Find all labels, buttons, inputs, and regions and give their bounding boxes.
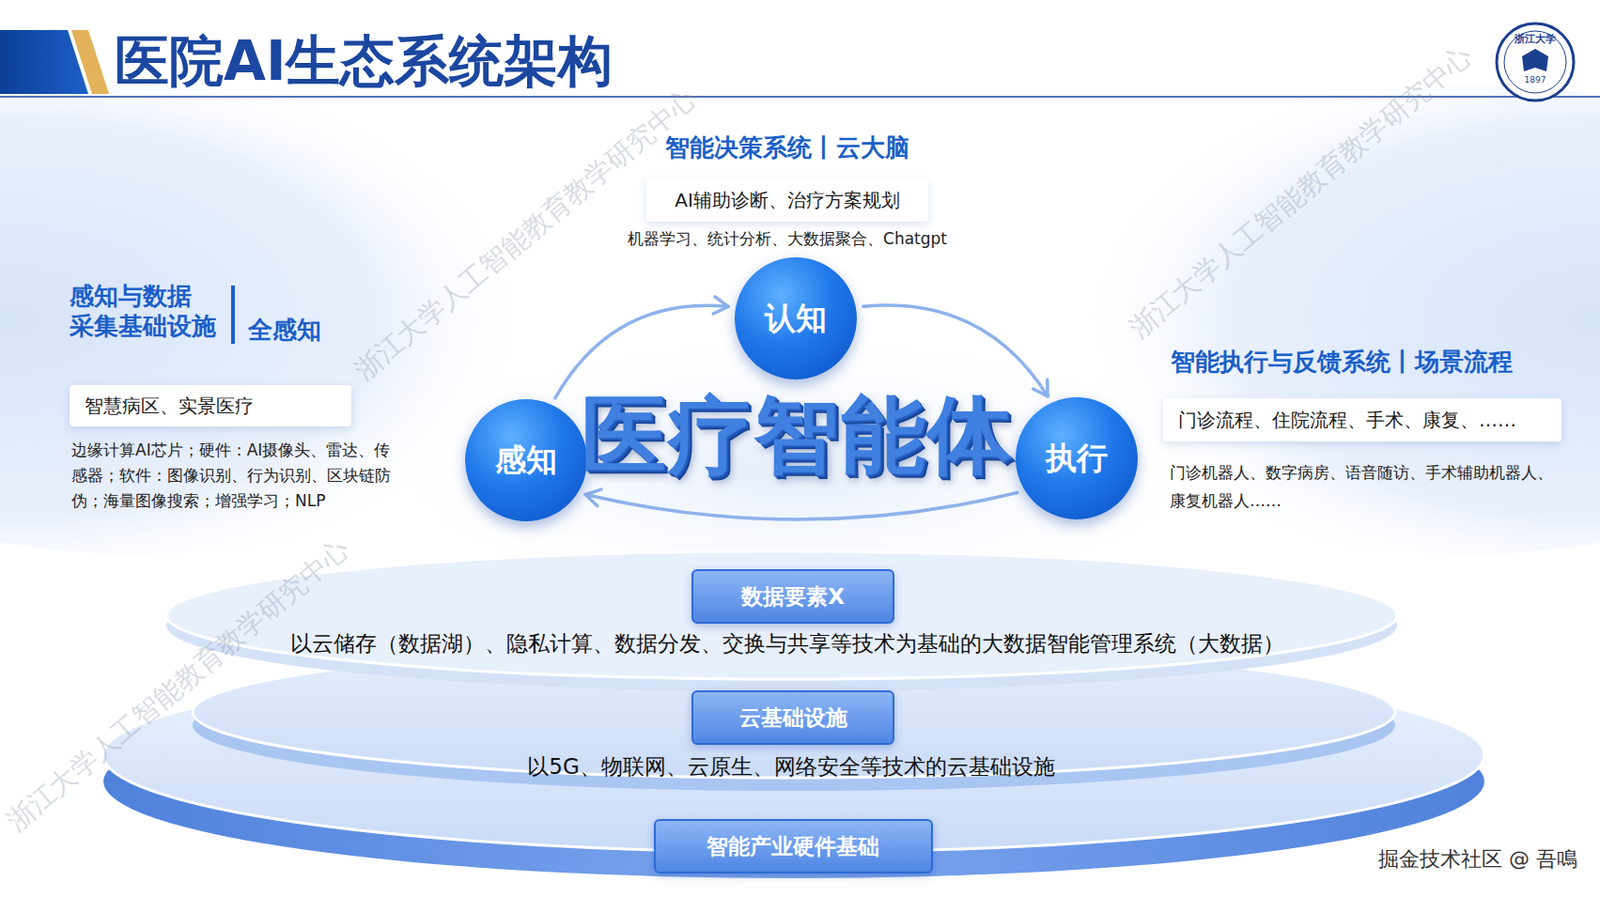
layer-label: 云基础设施 bbox=[739, 703, 848, 733]
arrow-head bbox=[1033, 379, 1049, 396]
text-box: 感知与数据 采集基础设施全感知智慧病区、实景医疗 bbox=[69, 385, 352, 427]
section-heading: 智能执行与反馈系统丨场景流程 bbox=[1170, 345, 1513, 379]
layer-label: 智能产业硬件基础 bbox=[706, 832, 880, 862]
text-box: 智能执行与反馈系统丨场景流程门诊流程、住院流程、手术、康复、…… bbox=[1163, 398, 1562, 442]
logo-ring bbox=[1496, 23, 1574, 101]
layer-label: 数据要素X bbox=[741, 582, 845, 612]
stage-circle: 执行 bbox=[1015, 397, 1138, 520]
circle-label: 感知 bbox=[495, 439, 558, 482]
arrow-line bbox=[863, 305, 1048, 397]
cycle-arrow bbox=[585, 489, 1018, 520]
logo-text: 浙江大学 bbox=[1514, 31, 1556, 47]
slide-title: 医院AI生态系统架构 bbox=[114, 25, 613, 99]
section-heading: 全感知 bbox=[248, 313, 322, 347]
section-heading: 智能决策系统丨云大脑 bbox=[665, 131, 910, 165]
arrow-line bbox=[585, 493, 1018, 521]
top-disc bbox=[166, 551, 1398, 680]
arrow-line bbox=[555, 305, 729, 399]
header-accent bbox=[71, 30, 109, 94]
logo-year: 1897 bbox=[1524, 75, 1547, 85]
arrow-head bbox=[713, 296, 729, 314]
arrow-head bbox=[585, 489, 602, 507]
center-headline: 医疗智能体 bbox=[581, 392, 1014, 478]
box-label: AI辅助诊断、治疗方案规划 bbox=[674, 187, 901, 214]
model-list: 机器学习、统计分析、大数据聚合、Chatgpt bbox=[627, 228, 948, 250]
tech-list: 边缘计算AI芯片；硬件：AI摄像头、雷达、传感器；软件：图像识别、行为识别、区块… bbox=[71, 437, 401, 514]
layer-box: 数据要素X bbox=[691, 569, 895, 624]
text-box: 智能决策系统丨云大脑AI辅助诊断、治疗方案规划 bbox=[646, 178, 929, 222]
layer-description: 以云储存（数据湖）、隐私计算、数据分发、交换与共享等技术为基础的大数据智能管理系… bbox=[290, 629, 1285, 659]
circle-label: 认知 bbox=[764, 297, 827, 341]
logo-inner-ring bbox=[1504, 31, 1567, 94]
circle-label: 执行 bbox=[1045, 437, 1108, 481]
header-rule bbox=[0, 95, 1600, 98]
layer-box: 智能产业硬件基础 bbox=[653, 819, 933, 874]
section-heading: 感知与数据 采集基础设施 bbox=[69, 281, 225, 342]
layer-description: 以5G、物联网、云原生、网络安全等技术的云基础设施 bbox=[527, 752, 1055, 782]
source-credit: 掘金技术社区 @ 吾鳴 bbox=[1378, 845, 1578, 874]
cycle-arrow bbox=[863, 305, 1048, 397]
stage-circle: 认知 bbox=[734, 257, 857, 380]
cycle-arrow bbox=[555, 296, 729, 399]
heading-divider bbox=[231, 285, 235, 344]
stage-circle: 感知 bbox=[465, 399, 588, 522]
device-list: 门诊机器人、数字病房、语音随访、手术辅助机器人、康复机器人…… bbox=[1169, 458, 1565, 515]
layer-box: 云基础设施 bbox=[691, 690, 895, 746]
logo-emblem bbox=[1522, 48, 1549, 72]
box-label: 智慧病区、实景医疗 bbox=[84, 393, 254, 420]
box-label: 门诊流程、住院流程、手术、康复、…… bbox=[1178, 407, 1517, 434]
